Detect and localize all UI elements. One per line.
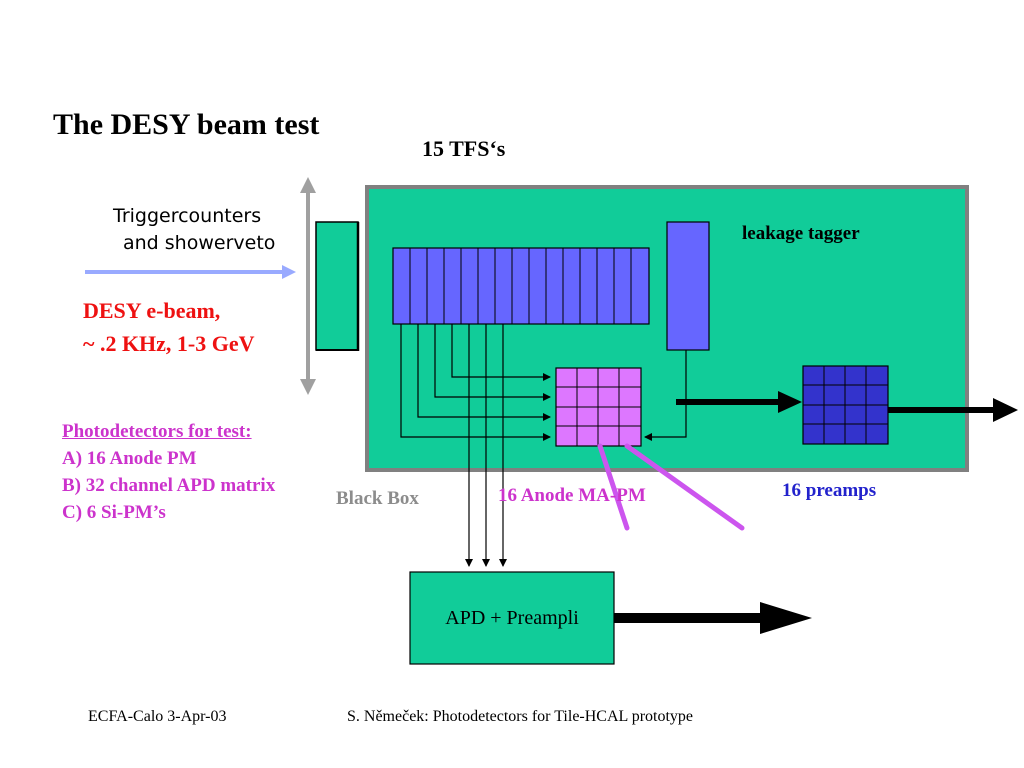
footer-date: ECFA-Calo 3-Apr-03 bbox=[88, 708, 227, 725]
apd-preampli-label: APD + Preampli bbox=[445, 606, 579, 629]
photodetectors-heading: Photodetectors for test: bbox=[62, 421, 252, 442]
page-title: The DESY beam test bbox=[53, 108, 320, 141]
beam-arrow bbox=[85, 265, 296, 279]
trigger-label-line2: and showerveto bbox=[123, 232, 276, 254]
mapm-label: 16 Anode MA-PM bbox=[498, 485, 646, 506]
apd-preampli-box bbox=[409, 571, 615, 665]
tfs-label: 15 TFS‘s bbox=[422, 136, 506, 161]
leakage-tagger-label: leakage tagger bbox=[742, 223, 860, 244]
photodetector-item: A) 16 Anode PM bbox=[62, 448, 197, 469]
footer-author: S. Němeček: Photodetectors for Tile-HCAL… bbox=[347, 708, 694, 725]
trigger-counter-block bbox=[315, 221, 359, 351]
trigger-label-line1: Triggercounters bbox=[113, 205, 262, 227]
leakage-tagger-block bbox=[666, 221, 710, 351]
beam-label-line1: DESY e-beam, bbox=[83, 298, 221, 323]
fiber-lines-to-apd bbox=[465, 324, 507, 567]
mapm-to-preamps-arrow bbox=[676, 391, 802, 413]
photodetector-item: C) 6 Si-PM’s bbox=[62, 502, 166, 523]
black-box-label: Black Box bbox=[336, 488, 419, 509]
photodetector-item: B) 32 channel APD matrix bbox=[62, 475, 276, 496]
preamps-label: 16 preamps bbox=[782, 480, 877, 501]
mapm-grid bbox=[555, 367, 642, 447]
fiber-lines-to-mapm bbox=[400, 324, 687, 441]
tfs-tile-strip bbox=[392, 247, 650, 325]
beam-label-line2: ~ .2 KHz, 1-3 GeV bbox=[83, 331, 255, 356]
mapm-violet-connectors bbox=[597, 443, 745, 531]
preamps-output-arrow bbox=[888, 398, 1018, 422]
apd-output-arrow bbox=[614, 602, 812, 634]
preamp-grid bbox=[802, 365, 889, 445]
vertical-double-arrow bbox=[300, 177, 316, 395]
